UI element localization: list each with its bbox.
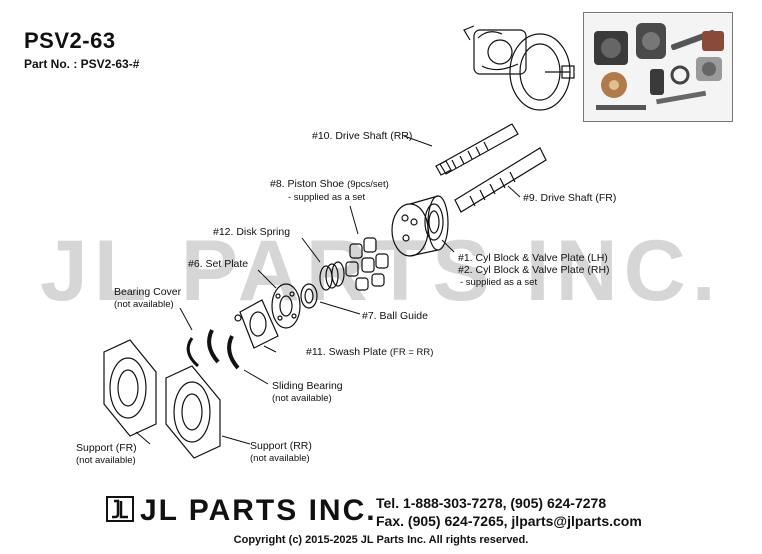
page-title: PSV2-63 [24, 28, 116, 53]
ball-guide [300, 283, 318, 309]
cylinder-block [391, 195, 449, 257]
piston-shoes [345, 237, 389, 291]
label-set-plate: #6. Set Plate [188, 258, 249, 270]
drive-shaft-fr [454, 147, 547, 213]
label-swash-plate-note: (FR = RR) [389, 347, 434, 358]
label-sliding-bearing-note: (not available) [272, 393, 332, 404]
label-bearing-cover-title: Bearing Cover [114, 286, 182, 298]
label-bearing-cover-note: (not available) [114, 299, 174, 310]
label-drive-shaft-fr: #9. Drive Shaft (FR) [523, 192, 617, 204]
label-support-rr-title: Support (RR) [250, 440, 312, 452]
footer-tel: Tel. 1-888-303-7278, (905) 624-7278 [376, 495, 607, 511]
label-piston-shoe-note: - supplied as a set [288, 192, 366, 203]
label-support-rr: Support (RR) (not available) [250, 440, 312, 465]
label-support-fr-note: (not available) [76, 455, 136, 466]
label-bearing-cover: Bearing Cover (not available) [114, 286, 181, 311]
footer-copyright: Copyright (c) 2015-2025 JL Parts Inc. Al… [233, 534, 529, 546]
label-drive-shaft-rr: #10. Drive Shaft (RR) [312, 130, 413, 142]
label-piston-shoe-qty: (9pcs/set) [347, 179, 389, 190]
leader-lines [135, 135, 521, 445]
label-piston-shoe: #8. Piston Shoe (9pcs/set) - supplied as… [270, 178, 389, 204]
label-swash-plate: #11. Swash Plate (FR = RR) [306, 346, 433, 359]
jl-logo-icon [106, 496, 134, 527]
pump-assembly-sketch [463, 25, 575, 111]
label-support-fr: Support (FR) (not available) [76, 442, 137, 467]
label-swash-plate-title: #11. Swash Plate [306, 346, 387, 358]
parts-photo [583, 12, 733, 122]
label-cyl-block-rh: #2. Cyl Block & Valve Plate (RH) [458, 264, 610, 276]
bearing-cover [186, 337, 200, 368]
label-sliding-bearing-title: Sliding Bearing [272, 380, 343, 392]
valve-plate [424, 203, 444, 241]
label-cyl-block-lh: #1. Cyl Block & Valve Plate (LH) [458, 252, 608, 264]
support-rr-housing [165, 365, 221, 459]
part-number: Part No. : PSV2-63-# [24, 57, 140, 71]
label-piston-shoe-title: #8. Piston Shoe [270, 178, 345, 190]
drive-shaft-rr [435, 123, 519, 176]
footer-company-name: JL PARTS INC. [140, 494, 377, 527]
label-support-rr-note: (not available) [250, 453, 310, 464]
footer-contact: Tel. 1-888-303-7278, (905) 624-7278 Fax.… [376, 494, 642, 530]
label-cyl-block: #1. Cyl Block & Valve Plate (LH) #2. Cyl… [458, 252, 610, 289]
label-disk-spring: #12. Disk Spring [213, 226, 291, 238]
label-ball-guide: #7. Ball Guide [362, 310, 428, 322]
support-fr-housing [103, 339, 157, 437]
sliding-bearings [207, 329, 240, 370]
disk-spring [319, 261, 345, 291]
footer-fax: Fax. (905) 624-7265, jlparts@jlparts.com [376, 513, 642, 529]
swash-plate [234, 299, 279, 349]
label-cyl-block-note: - supplied as a set [460, 277, 538, 288]
set-plate [271, 283, 301, 329]
watermark-text: JL PARTS INC. [40, 223, 722, 319]
label-support-fr-title: Support (FR) [76, 442, 137, 454]
label-sliding-bearing: Sliding Bearing (not available) [272, 380, 343, 405]
